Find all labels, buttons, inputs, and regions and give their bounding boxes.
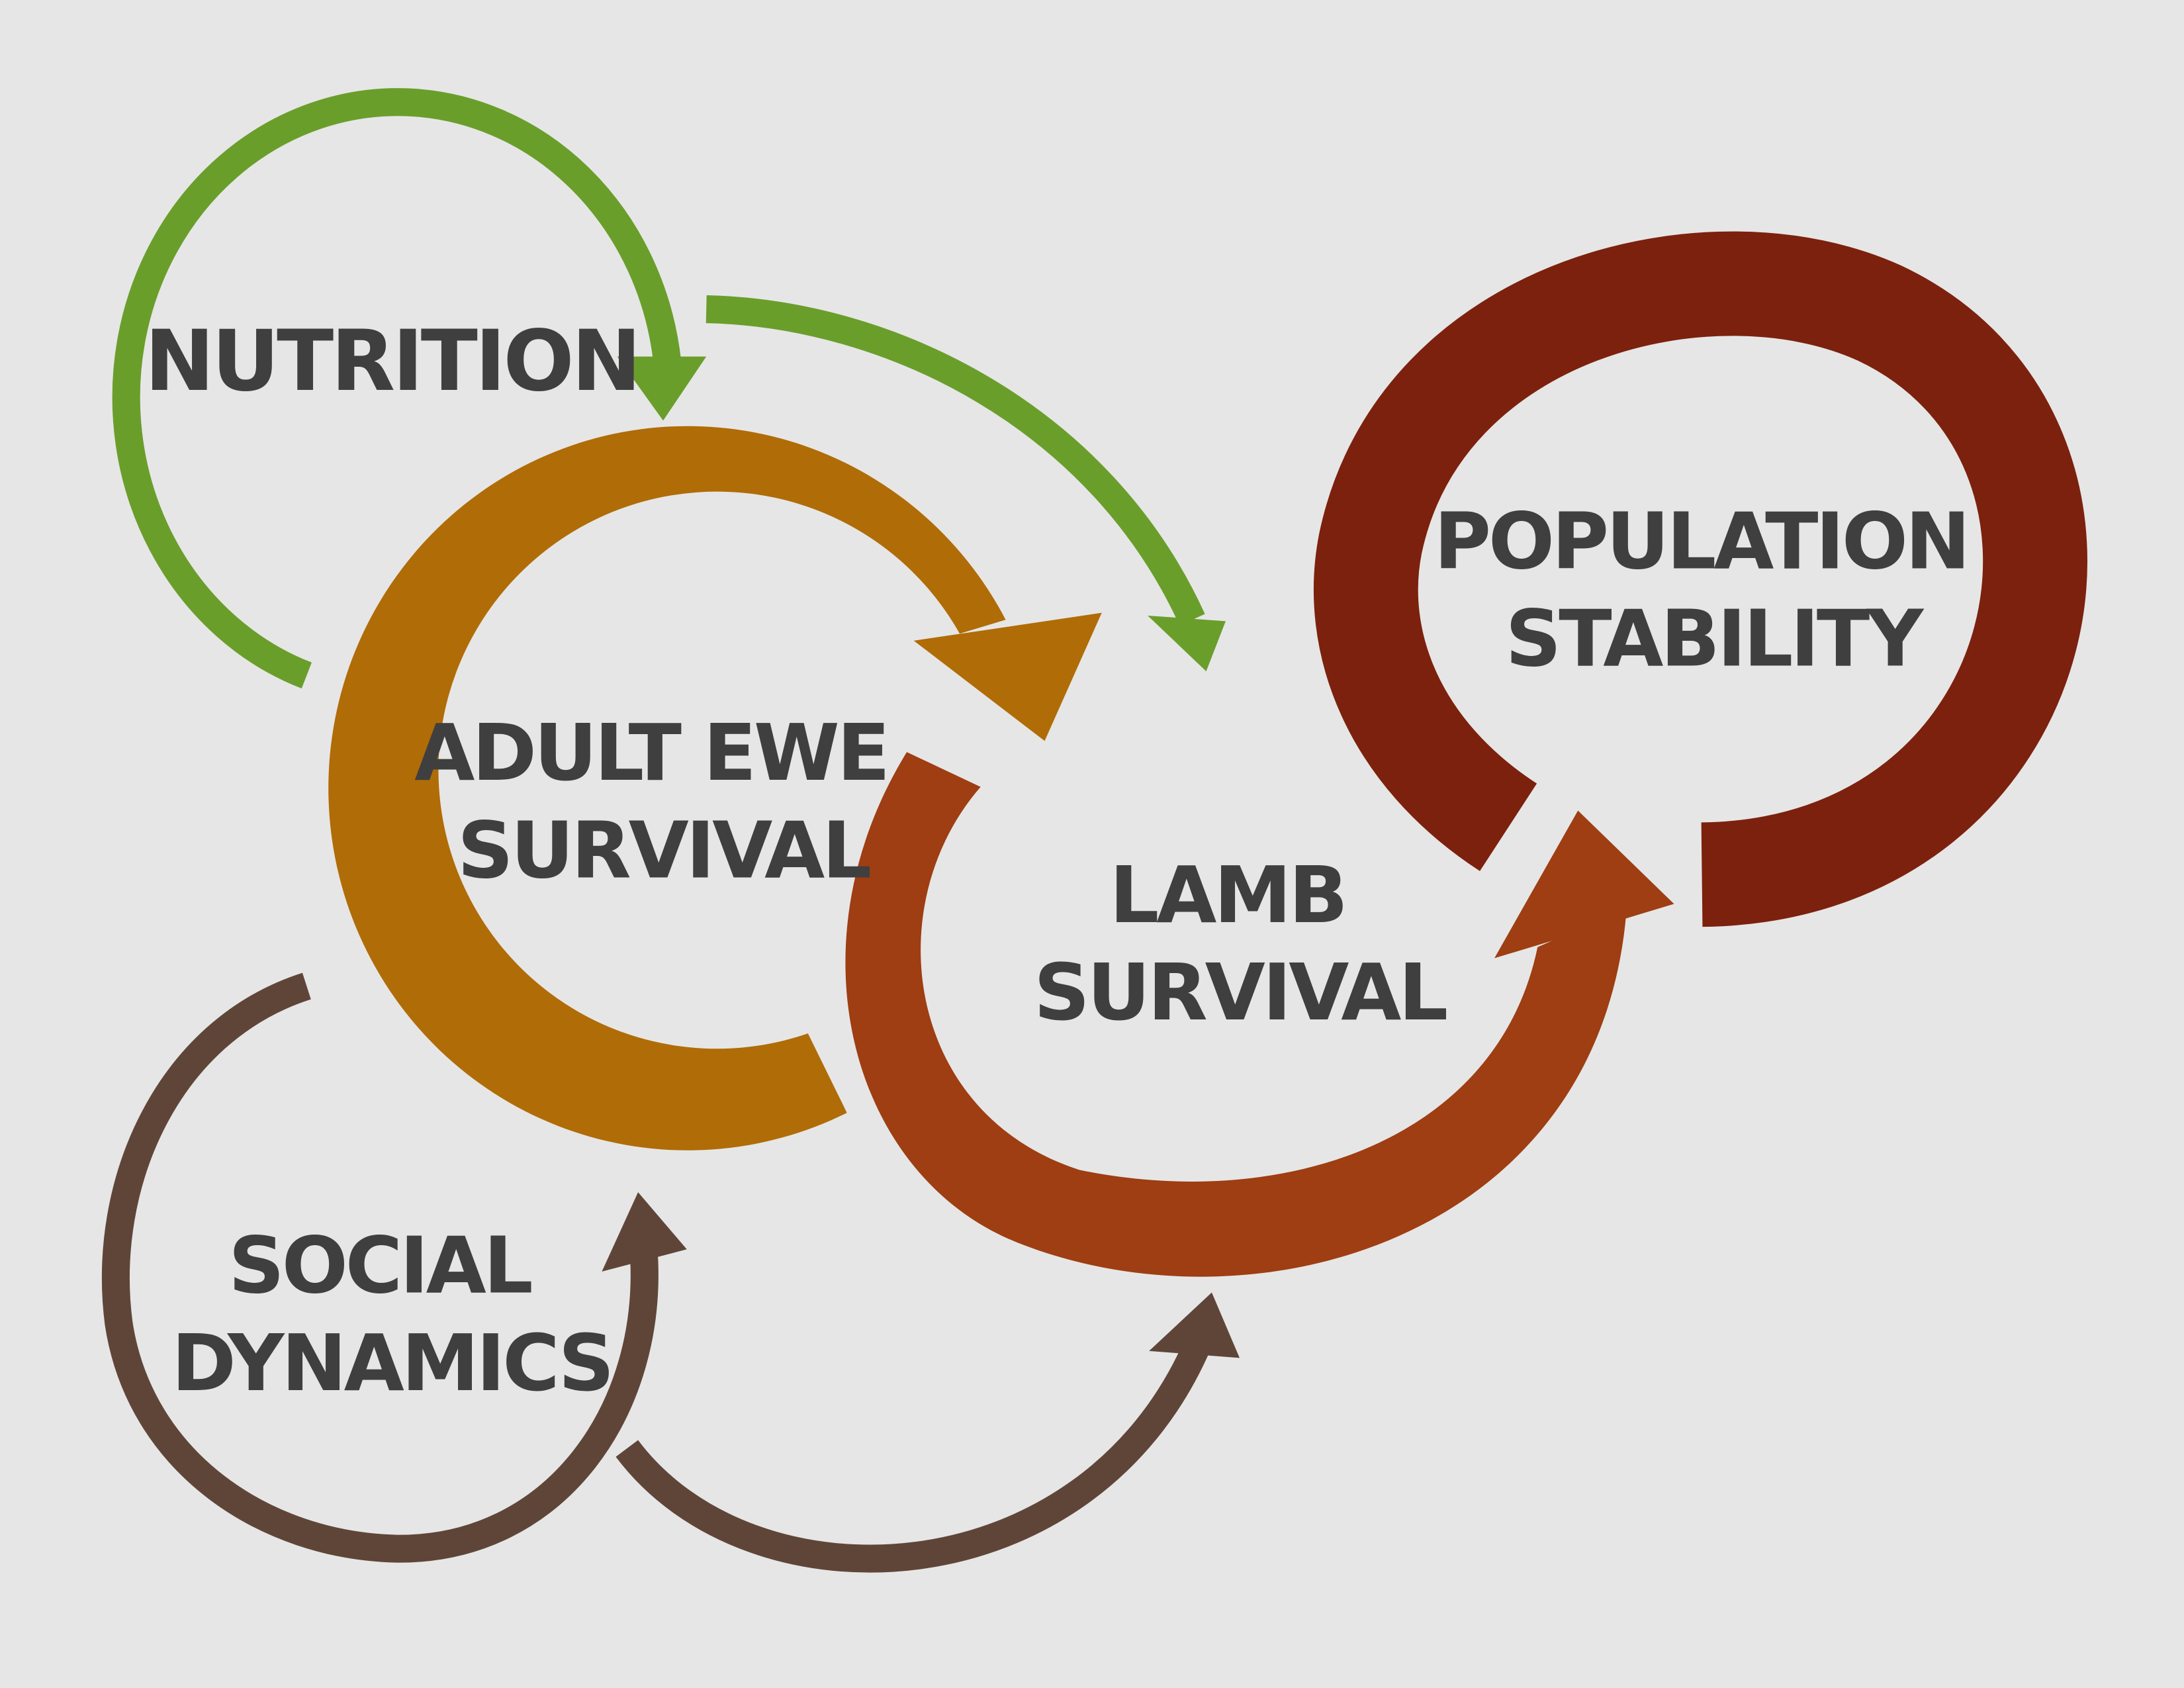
social-loop-arrowhead	[602, 1192, 687, 1272]
lamb-cycle	[845, 752, 1674, 1277]
adult-ewe-cycle	[328, 426, 1102, 1150]
social-label-line-2: DYNAMICS	[171, 1318, 612, 1409]
social-to-lamb-arrowhead	[1149, 1292, 1240, 1358]
population-label-line-2: STABILITY	[1506, 594, 1925, 684]
lamb-label-line-1: LAMB	[1109, 850, 1345, 941]
lamb-loop-arrowhead	[1494, 810, 1674, 959]
adult-ewe-label-line-1: ADULT EWE	[414, 708, 887, 798]
nutrition-cycle	[112, 88, 1226, 689]
population-cycle	[1313, 231, 2087, 927]
lamb-label-line-2: SURVIVAL	[1034, 947, 1446, 1038]
adult-ewe-label-line-2: SURVIVAL	[457, 805, 870, 896]
social-cycle	[101, 972, 1240, 1573]
nutrition-loop-arrowhead	[617, 356, 707, 421]
population-label: POPULATION STABILITY	[1434, 496, 1992, 684]
lamb-loop-arc	[845, 752, 1627, 1277]
adult-ewe-label: ADULT EWE SURVIVAL	[414, 708, 911, 896]
adult-ewe-loop-arc	[328, 426, 1006, 1150]
population-label-line-1: POPULATION	[1434, 496, 1968, 586]
nutrition-to-lamb-arrowhead	[1148, 615, 1226, 672]
adult-ewe-loop-arrowhead	[913, 612, 1102, 741]
social-label-line-1: SOCIAL	[228, 1220, 531, 1311]
social-loop-arc	[101, 972, 659, 1563]
nutrition-loop-arc	[112, 88, 682, 689]
social-label: SOCIAL DYNAMICS	[171, 1220, 612, 1408]
nutrition-to-lamb-arrow	[705, 295, 1205, 626]
nutrition-label: NUTRITION	[144, 312, 638, 410]
lamb-label: LAMB SURVIVAL	[1034, 850, 1446, 1038]
social-to-lamb-arrow	[615, 1338, 1211, 1573]
nutrition-label-line: NUTRITION	[144, 312, 638, 410]
population-loop-arc	[1313, 231, 2087, 927]
